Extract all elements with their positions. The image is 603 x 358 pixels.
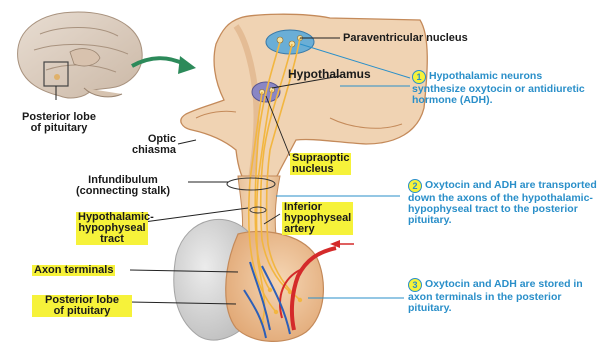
zoom-arrow-head [178,56,196,74]
infundibulum-stalk [238,176,280,236]
step-2-number: 2 [408,179,422,193]
label-paraventricular: Paraventricular nucleus [343,33,468,44]
step-1-text: Hypothalamic neurons synthesize oxytocin… [412,70,585,106]
label-infundibulum: Infundibulum (connecting stalk) [58,175,188,197]
step-3-text: Oxytocin and ADH are stored in axon term… [408,278,583,314]
label-posterior-lobe-inset: Posterior lobe of pituitary [14,112,104,134]
label-supraoptic: Supraoptic nucleus [290,153,351,175]
label-tract: Hypothalamic- hypophyseal tract [76,212,148,245]
posterior-lobe [226,232,324,342]
step-2: 2Oxytocin and ADH are transported down t… [408,179,598,226]
label-hypothalamus: Hypothalamus [288,69,371,80]
step-2-text: Oxytocin and ADH are transported down th… [408,179,597,226]
inset-brain [8,6,148,108]
step-1-number: 1 [412,70,426,84]
label-optic-chiasma: Optic chiasma [120,134,176,156]
step-3-number: 3 [408,278,422,292]
label-inferior-artery: Inferior hypophyseal artery [282,202,353,235]
label-axon-terminals: Axon terminals [32,265,115,276]
step-3: 3Oxytocin and ADH are stored in axon ter… [408,278,588,314]
step-1: 1Hypothalamic neurons synthesize oxytoci… [412,70,592,106]
label-posterior-lobe: Posterior lobe of pituitary [32,295,132,317]
